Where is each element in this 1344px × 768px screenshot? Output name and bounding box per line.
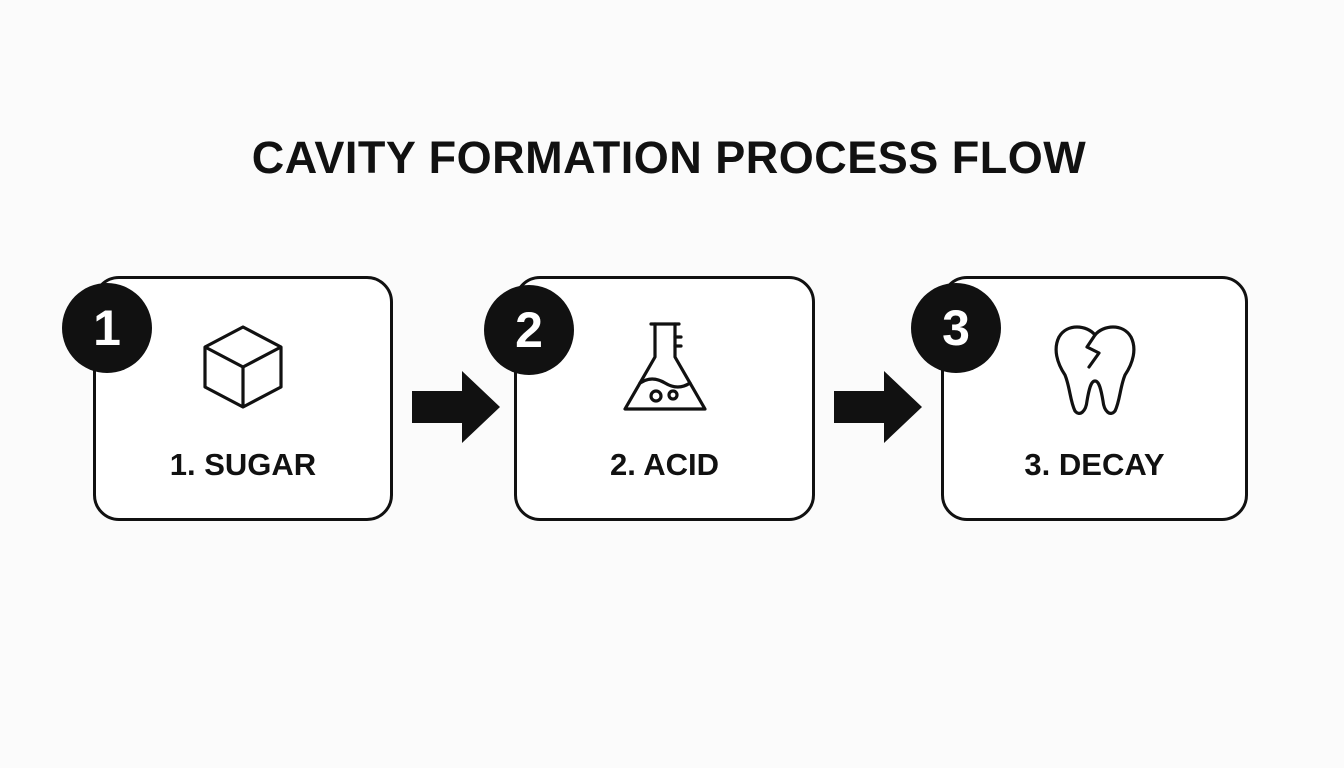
step-label-sugar: 1. SUGAR xyxy=(169,447,317,482)
arrow-right-icon xyxy=(834,371,922,443)
step-label-decay: 3. DECAY xyxy=(1024,447,1165,482)
flask-icon xyxy=(622,322,707,411)
step-card-acid: 2. ACID xyxy=(514,276,815,521)
arrow-right-icon xyxy=(412,371,500,443)
cracked-tooth-icon xyxy=(1054,325,1135,415)
step-number-badge-2: 2 xyxy=(484,285,574,375)
sugar-cube-icon xyxy=(203,325,283,409)
step-number-badge-3: 3 xyxy=(911,283,1001,373)
step-number-badge-1: 1 xyxy=(62,283,152,373)
diagram-title: CAVITY FORMATION PROCESS FLOW xyxy=(251,132,1087,183)
step-label-acid: 2. ACID xyxy=(609,447,720,482)
